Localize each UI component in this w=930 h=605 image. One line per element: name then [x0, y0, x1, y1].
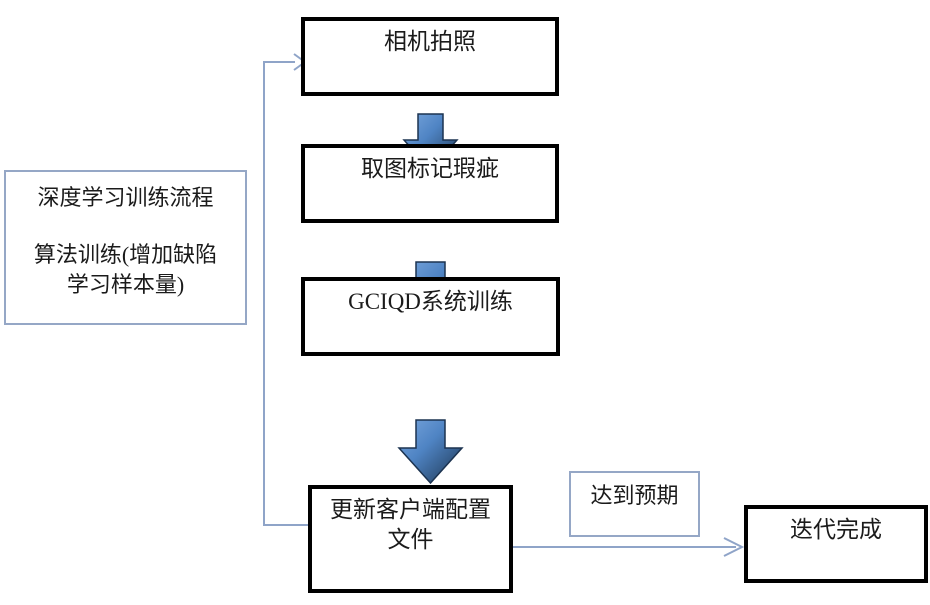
node-update-client-config[interactable]: 更新客户端配置 文件 [308, 485, 513, 593]
edge-label-expected-text: 达到预期 [590, 483, 679, 508]
node-iteration-complete[interactable]: 迭代完成 [744, 505, 928, 583]
description-body: 算法训练(增加缺陷 学习样本量) [33, 242, 218, 297]
arrow-update-to-done [513, 537, 745, 557]
edge-label-expected: 达到预期 [569, 471, 700, 537]
node-gciqd-training-label: GCIQD系统训练 [348, 289, 513, 314]
node-iteration-complete-label: 迭代完成 [790, 517, 882, 542]
node-update-client-config-label: 更新客户端配置 文件 [330, 497, 491, 552]
arrow-train-to-update [397, 419, 464, 485]
node-label-defects[interactable]: 取图标记瑕疵 [301, 144, 559, 223]
node-camera-label: 相机拍照 [384, 29, 476, 54]
description-heading: 深度学习训练流程 [37, 185, 214, 210]
training-process-description-box: 深度学习训练流程 算法训练(增加缺陷 学习样本量) [4, 170, 247, 325]
node-label-defects-label: 取图标记瑕疵 [361, 156, 499, 181]
node-camera[interactable]: 相机拍照 [301, 17, 559, 96]
node-gciqd-training[interactable]: GCIQD系统训练 [301, 277, 560, 356]
